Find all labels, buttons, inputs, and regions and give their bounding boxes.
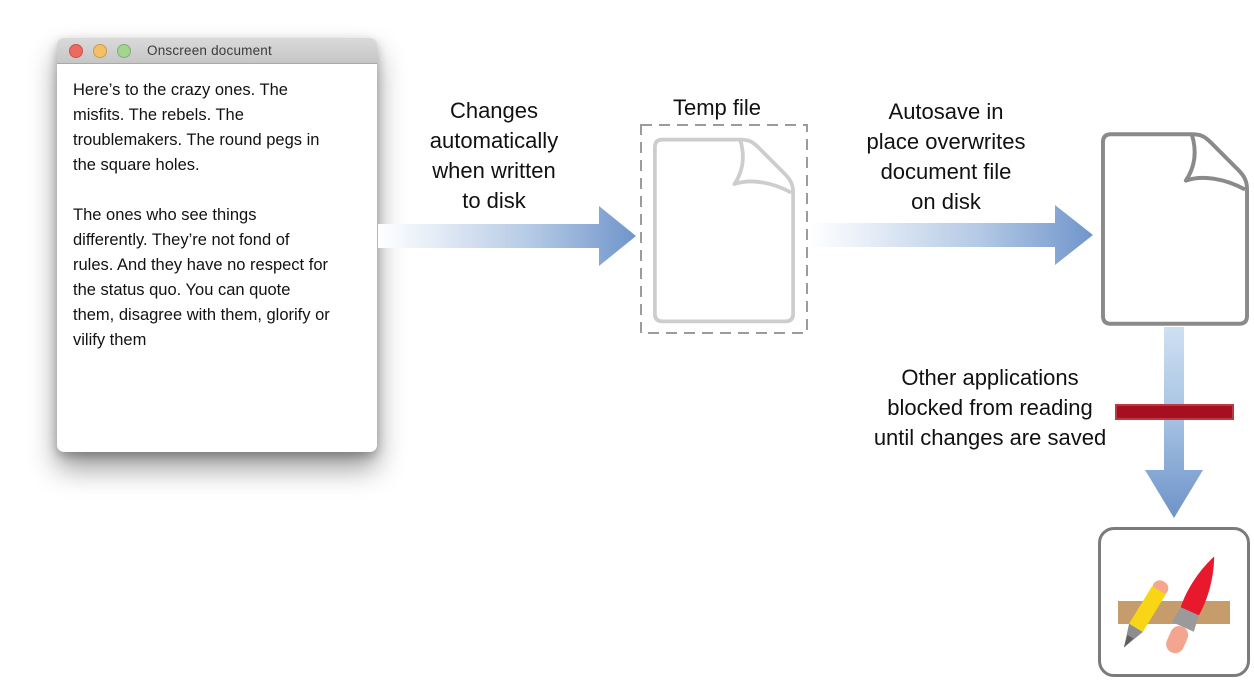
window-title: Onscreen document: [147, 43, 272, 58]
pencil-shape: [1123, 580, 1169, 648]
label-autosave-in-place: Autosave in place overwrites document fi…: [866, 99, 1026, 214]
document-window: Onscreen document Here’s to the crazy on…: [57, 38, 377, 452]
brush-shape: [1166, 556, 1215, 654]
temp-file-dashed-box: [640, 124, 808, 334]
document-outline-icon: [653, 137, 795, 324]
arrow-down-icon: [1145, 327, 1203, 518]
window-titlebar: Onscreen document: [57, 38, 377, 64]
label-temp-file: Temp file: [672, 95, 762, 120]
close-button[interactable]: [69, 43, 83, 58]
app-store-icon-art: [1118, 556, 1230, 654]
document-text: Here’s to the crazy ones. The misfits. T…: [73, 81, 330, 349]
minimize-button[interactable]: [93, 43, 107, 58]
blocked-bar-icon: [1115, 404, 1234, 420]
app-store-icon: [1098, 527, 1250, 677]
label-blocked-from-reading: Other applications blocked from reading …: [873, 365, 1107, 450]
document-icon: [1101, 132, 1249, 326]
zoom-button[interactable]: [117, 43, 131, 58]
arrow-right-icon: [810, 205, 1093, 265]
label-changes-automatically: Changes automatically when written to di…: [429, 98, 559, 213]
arrow-right-icon: [378, 206, 636, 266]
